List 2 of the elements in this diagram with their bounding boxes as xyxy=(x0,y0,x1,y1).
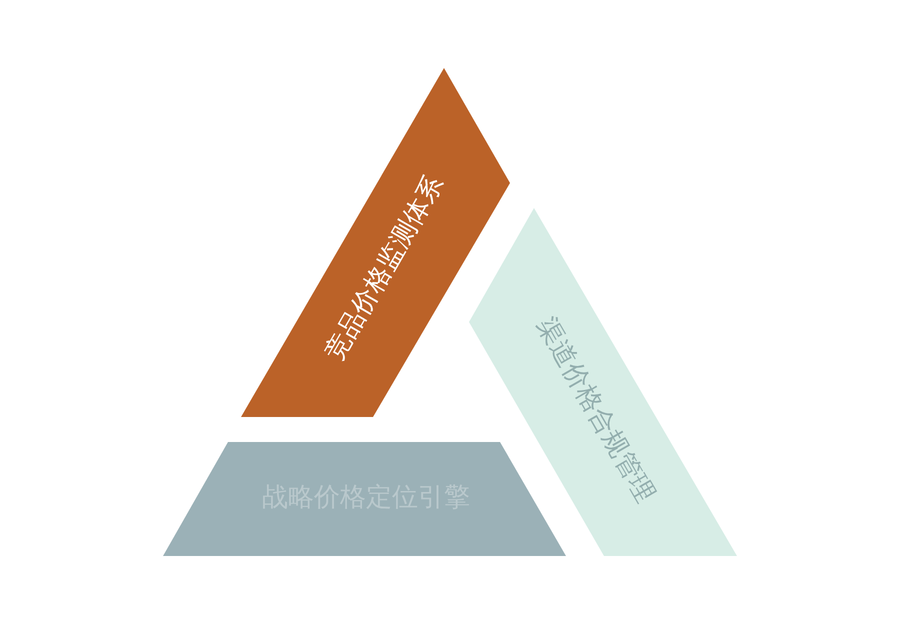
panel-label: 渠道价格合规管理 xyxy=(530,312,660,508)
panel-label: 竞品价格监测体系 xyxy=(320,170,450,366)
